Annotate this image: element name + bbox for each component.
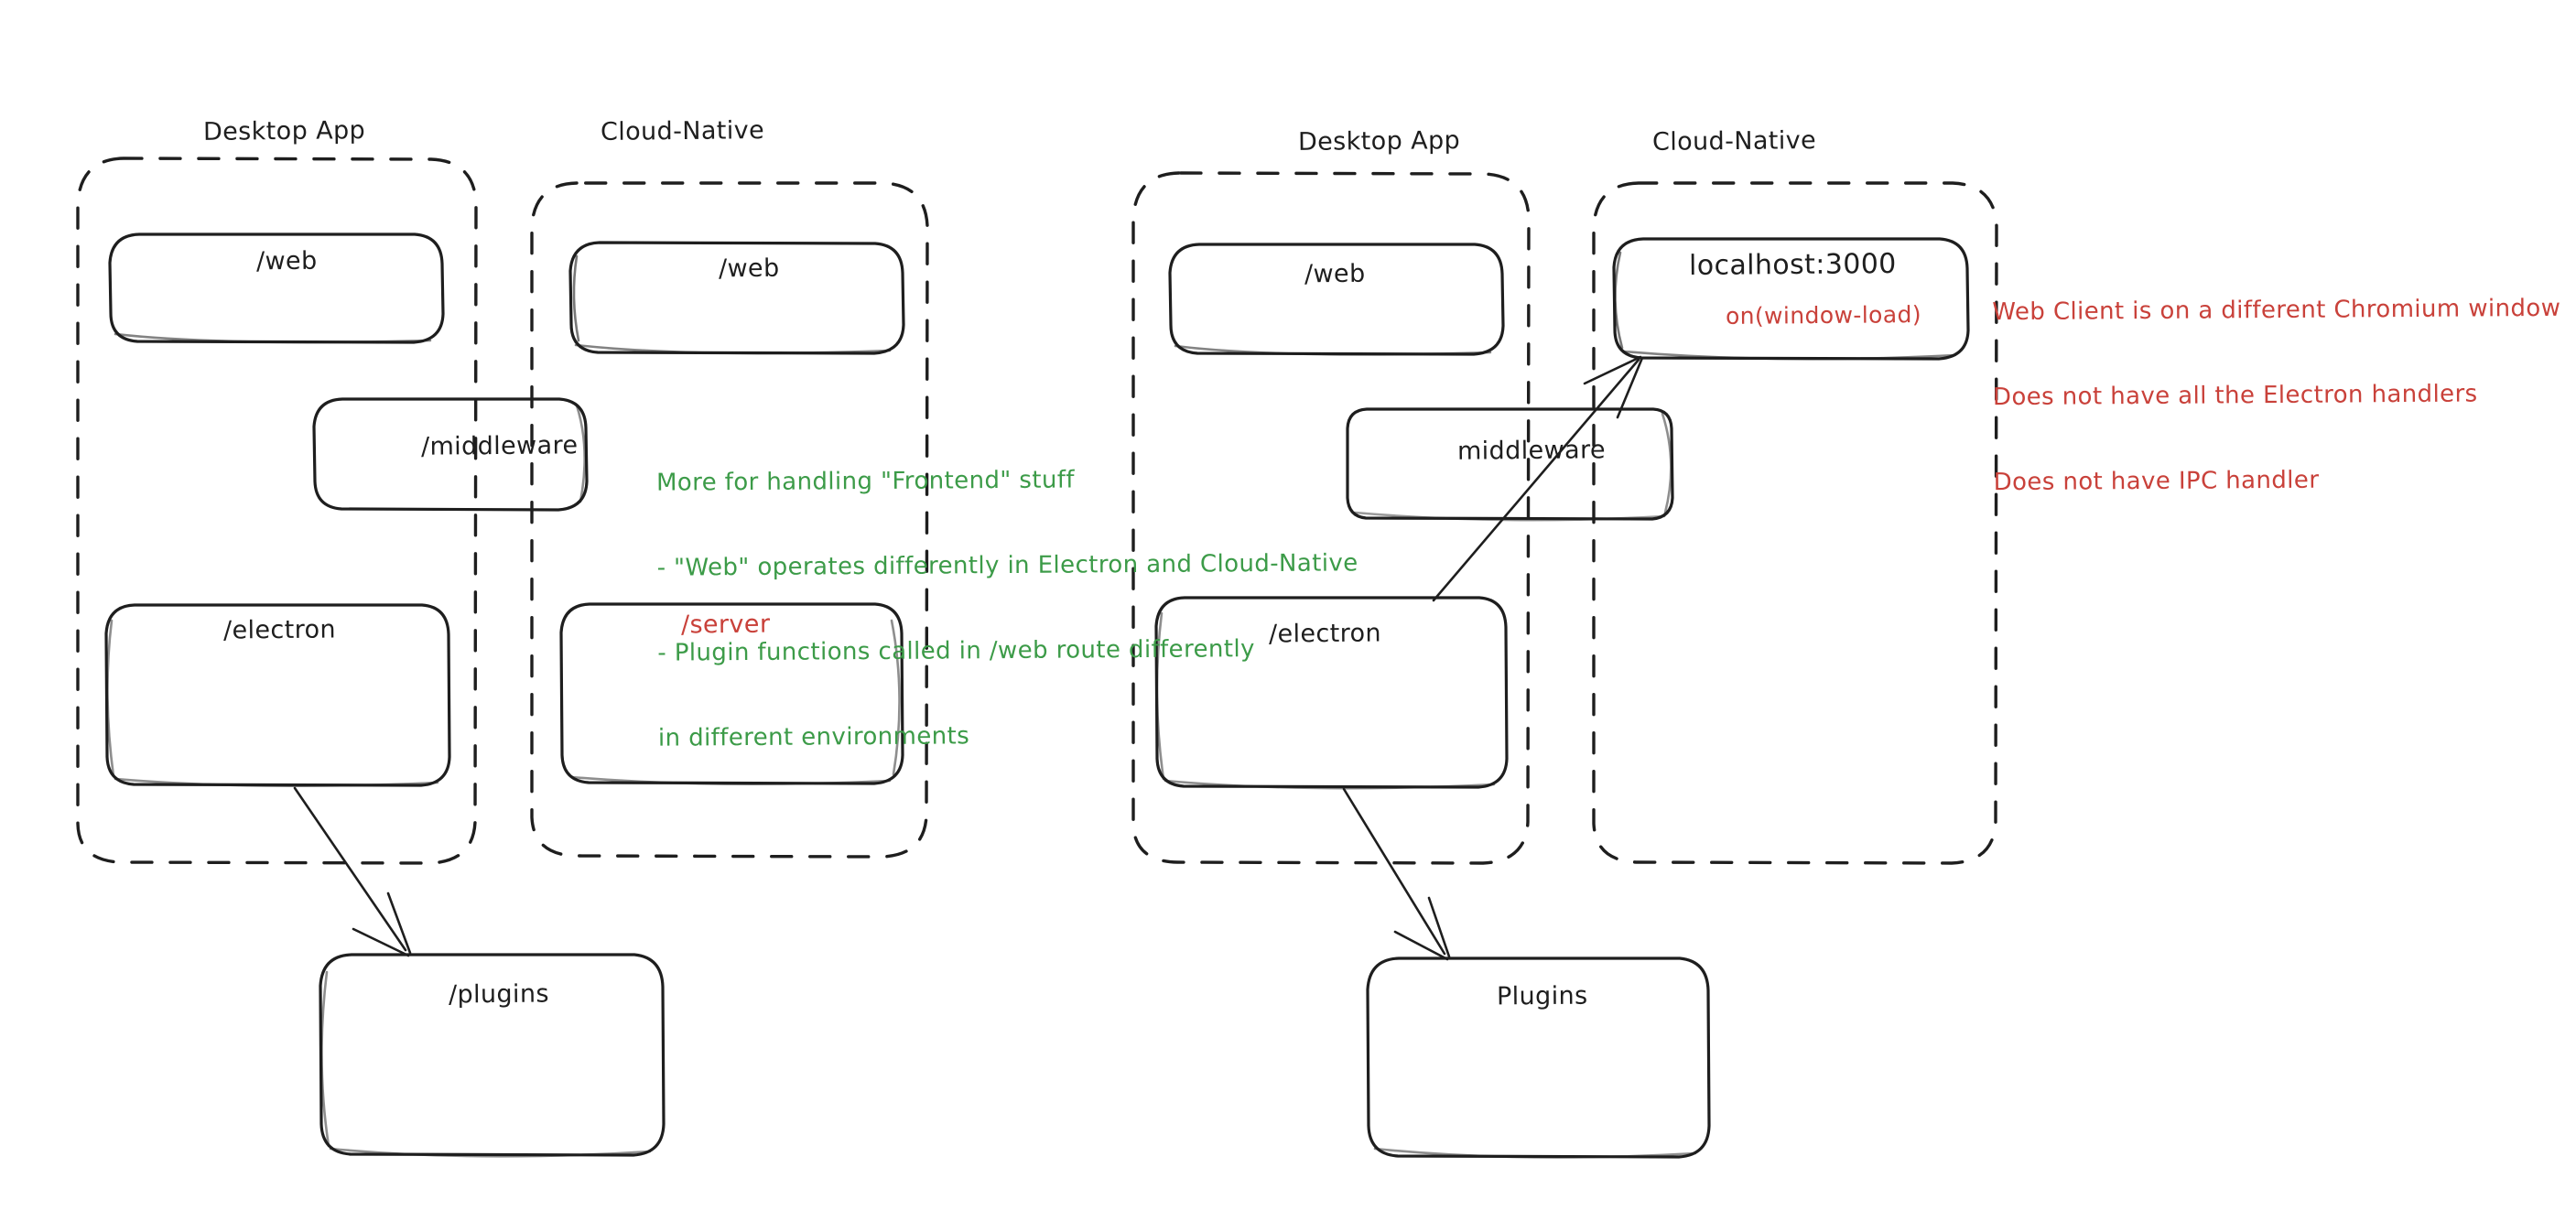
group-title-left-cloud: Cloud-Native — [600, 116, 765, 146]
annotation-right-red: Web Client is on a different Chromium wi… — [1992, 238, 2562, 554]
group-outline-right-cloud — [1592, 181, 1998, 865]
box-outline-right-localhost — [1612, 237, 1970, 361]
box-outline-right-desktop-electron — [1154, 596, 1509, 790]
box-label-left-desktop-web: /web — [255, 246, 318, 276]
box-outline-left-desktop-web — [108, 232, 445, 344]
box-outline-left-cloud-web — [568, 241, 905, 355]
annotation-right-red-line-2: Does not have all the Electron handlers — [1992, 380, 2478, 412]
annotation-left-green-line-2: - "Web" operates differently in Electron… — [656, 549, 1358, 582]
box-label-left-plugins: /plugins — [448, 979, 550, 1010]
arrow-left-electron-to-plugins — [293, 786, 412, 957]
box-sublabel-right-localhost-on-window-load: on(window-load) — [1725, 301, 1922, 330]
box-outline-left-plugins — [319, 953, 666, 1158]
group-title-right-desktop: Desktop App — [1297, 126, 1461, 157]
box-outline-right-middleware — [1346, 407, 1674, 522]
annotation-right-red-line-1: Web Client is on a different Chromium wi… — [1992, 294, 2561, 327]
box-label-right-plugins: Plugins — [1496, 981, 1588, 1011]
box-label-left-desktop-electron: /electron — [222, 615, 337, 645]
box-label-right-localhost: localhost:3000 — [1688, 248, 1897, 282]
group-title-left-desktop: Desktop App — [202, 116, 366, 146]
box-label-left-cloud-web: /web — [718, 254, 780, 284]
annotation-left-green-line-4: in different environments — [657, 722, 970, 752]
annotation-right-red-line-3: Does not have IPC handler — [1993, 466, 2320, 497]
arrow-right-electron-to-plugins — [1342, 787, 1451, 961]
box-label-right-middleware: middleware — [1456, 436, 1607, 466]
annotation-left-green-line-3: - Plugin functions called in /web route … — [657, 635, 1255, 667]
group-title-right-cloud: Cloud-Native — [1651, 126, 1817, 157]
box-outline-left-cloud-server — [559, 602, 904, 785]
box-outline-right-desktop-web — [1168, 243, 1505, 356]
arrow-right-electron-to-localhost — [1432, 355, 1644, 602]
box-label-right-desktop-web: /web — [1304, 259, 1366, 289]
group-outline-left-cloud — [530, 181, 929, 859]
box-label-right-desktop-electron: /electron — [1268, 619, 1382, 649]
box-outline-right-plugins — [1366, 956, 1711, 1159]
box-label-left-middleware: /middleware — [420, 431, 579, 461]
annotation-left-green: More for handling "Frontend" stuff - "We… — [655, 407, 1359, 809]
group-outline-left-desktop — [76, 157, 478, 865]
annotation-left-green-line-1: More for handling "Frontend" stuff — [655, 466, 1076, 497]
box-outline-left-desktop-electron — [104, 603, 451, 787]
group-outline-right-desktop — [1131, 171, 1531, 865]
box-outline-left-middleware — [312, 397, 589, 512]
